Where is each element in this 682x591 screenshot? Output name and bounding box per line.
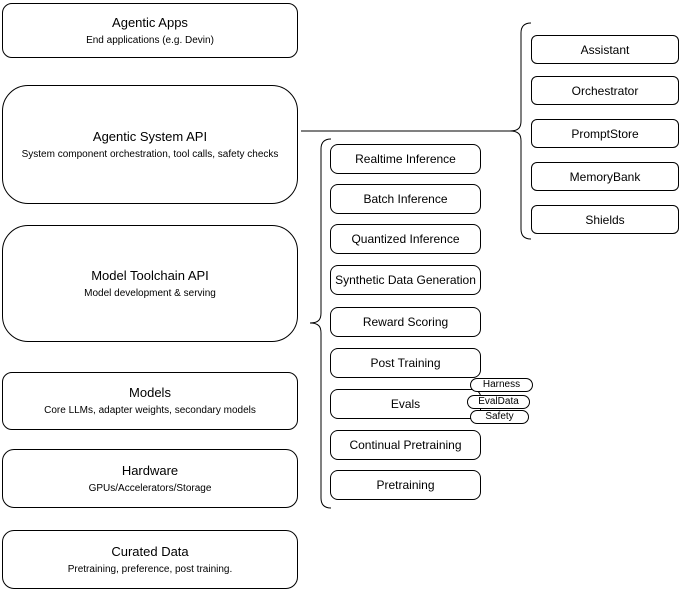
node-continual-pretraining: Continual Pretraining [330,430,481,460]
node-promptstore: PromptStore [531,119,679,148]
node-subtitle: System component orchestration, tool cal… [21,148,279,160]
node-batch-inference: Batch Inference [330,184,481,214]
node-subtitle: Model development & serving [84,287,216,299]
node-shields: Shields [531,205,679,234]
node-synthetic-data-generation: Synthetic Data Generation [330,265,481,295]
node-subtitle: Core LLMs, adapter weights, secondary mo… [44,405,256,416]
node-title: Curated Data [111,543,189,559]
node-subtitle: Pretraining, preference, post training. [67,563,233,575]
node-model-toolchain-api: Model Toolchain API Model development & … [2,225,298,342]
node-subtitle: End applications (e.g. Devin) [86,34,214,46]
node-subtitle: GPUs/Accelerators/Storage [88,482,212,494]
node-title: Agentic System API [92,128,208,144]
node-assistant: Assistant [531,35,679,64]
node-reward-scoring: Reward Scoring [330,307,481,337]
node-realtime-inference: Realtime Inference [330,144,481,174]
node-agentic-apps: Agentic Apps End applications (e.g. Devi… [2,3,298,58]
node-hardware: Hardware GPUs/Accelerators/Storage [2,449,298,508]
node-title: Models [129,385,171,400]
node-title: Hardware [121,462,179,478]
tag-safety: Safety [470,410,529,424]
node-evals: Evals [330,389,481,419]
node-agentic-system-api: Agentic System API System component orch… [2,85,298,204]
node-quantized-inference: Quantized Inference [330,224,481,254]
toolchain-brace [309,138,332,509]
system-components-brace [509,22,532,240]
node-post-training: Post Training [330,348,481,378]
node-memorybank: MemoryBank [531,162,679,191]
node-models: Models Core LLMs, adapter weights, secon… [2,372,298,430]
node-pretraining: Pretraining [330,470,481,500]
node-orchestrator: Orchestrator [531,76,679,105]
node-title: Agentic Apps [112,14,188,30]
tag-harness: Harness [470,378,533,392]
node-curated-data: Curated Data Pretraining, preference, po… [2,530,298,589]
tag-evaldata: EvalData [467,395,530,409]
node-title: Model Toolchain API [91,267,209,283]
